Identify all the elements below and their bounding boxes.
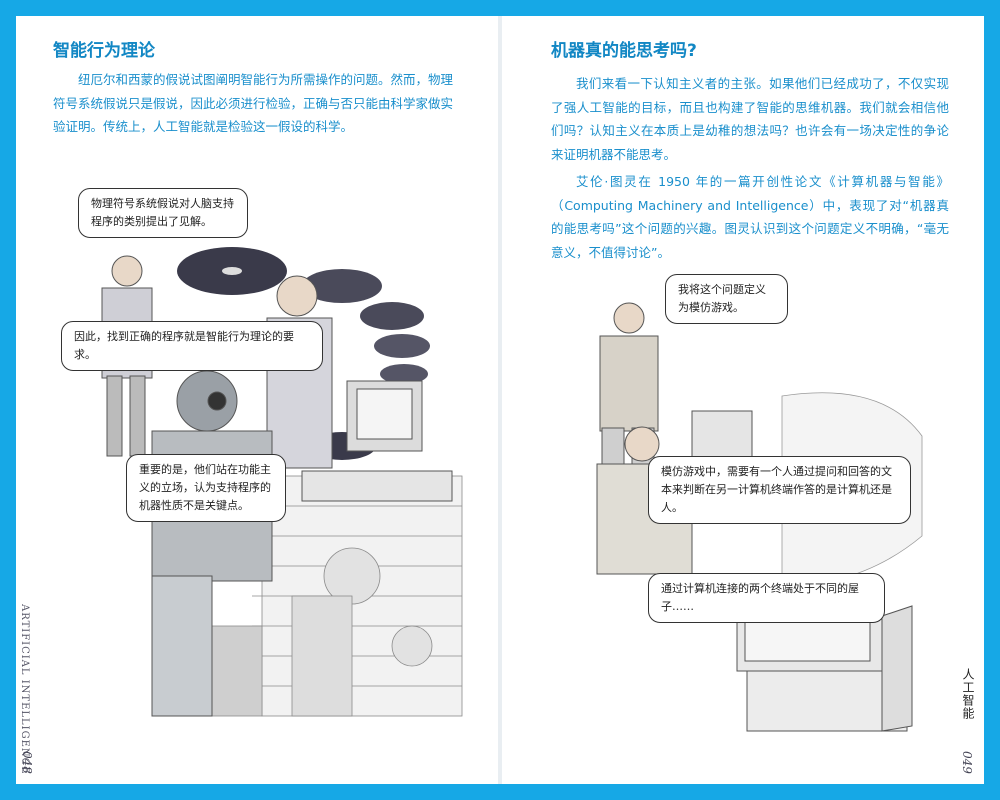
bubble-left-1: 物理符号系统假说对人脑支持程序的类别提出了见解。 <box>78 188 248 238</box>
side-title-right: 人工智能 <box>961 668 975 720</box>
bubble-left-2: 因此，找到正确的程序就是智能行为理论的要求。 <box>61 321 323 371</box>
left-illustration <box>101 247 463 717</box>
left-paragraph: 纽厄尔和西蒙的假说试图阐明智能行为所需操作的问题。然而，物理符号系统假说只是假说… <box>53 72 454 134</box>
book-gutter <box>498 16 502 784</box>
bubble-right-1: 我将这个问题定义为模仿游戏。 <box>665 274 788 324</box>
bubble-right-3: 通过计算机连接的两个终端处于不同的屋子…… <box>648 573 885 623</box>
computer-illustration <box>301 380 453 502</box>
right-paragraph-2: 艾伦·图灵在 1950 年的一篇开创性论文《计算机器与智能》（Computing… <box>551 174 949 260</box>
right-heading: 机器真的能思考吗? <box>551 41 697 61</box>
page-number-left: 048 <box>20 751 34 774</box>
bubble-left-3: 重要的是，他们站在功能主义的立场，认为支持程序的机器性质不是关键点。 <box>126 454 286 522</box>
left-page: 智能行为理论 纽厄尔和西蒙的假说试图阐明智能行为所需操作的问题。然而，物理符号系… <box>16 16 498 784</box>
scientist-illustration <box>596 302 693 575</box>
side-title-left: ARTIFICIAL INTELLIGENCE <box>19 604 30 775</box>
right-paragraph-1: 我们来看一下认知主义者的主张。如果他们已经成功了，不仅实现了强人工智能的目标，而… <box>551 76 949 162</box>
page-number-right: 049 <box>960 751 974 774</box>
right-page: 机器真的能思考吗? 我们来看一下认知主义者的主张。如果他们已经成功了，不仅实现了… <box>502 16 984 784</box>
left-heading: 智能行为理论 <box>53 41 155 61</box>
bubble-right-2: 模仿游戏中，需要有一个人通过提问和回答的文本来判断在另一计算机终端作答的是计算机… <box>648 456 911 524</box>
